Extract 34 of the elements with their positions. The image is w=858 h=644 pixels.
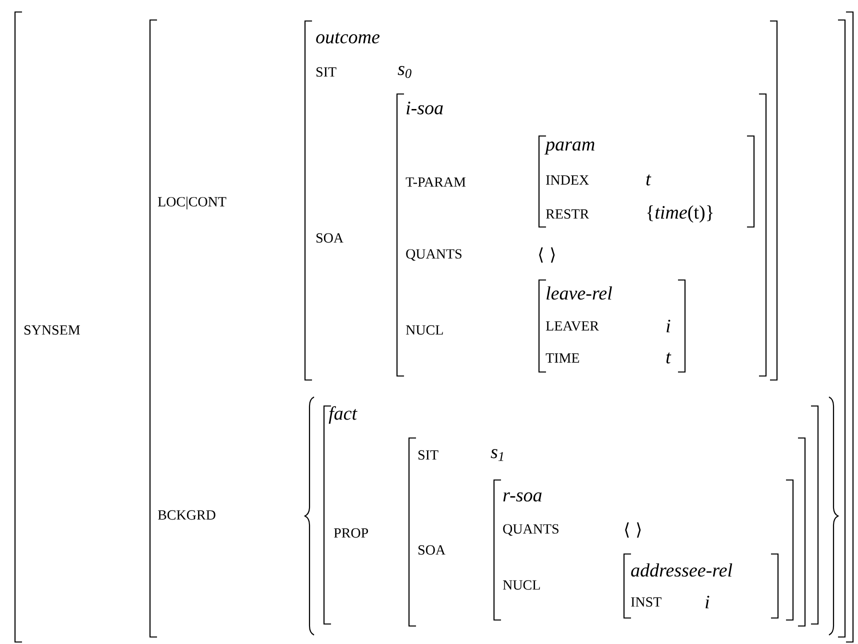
feature-name: RESTR (546, 209, 590, 219)
type-label: param (544, 142, 594, 154)
type-label: r-soa (503, 492, 542, 502)
feature-name: LOC|CONT (158, 196, 226, 210)
type-label: fact (328, 406, 358, 424)
feature-name: NUCL (502, 580, 540, 590)
feature-name: INDEX (546, 175, 589, 185)
feature-name: QUANTS (406, 249, 462, 261)
type-label: leave-rel (546, 286, 612, 300)
feature-name: QUANTS (503, 524, 558, 536)
feature-value: i (706, 596, 710, 608)
feature-name: PROP (334, 528, 368, 538)
feature-value: t (666, 352, 672, 364)
feature-value: {time(t)} (647, 205, 713, 223)
feature-value: s$_{1}$ (490, 449, 504, 461)
feature-name: SIT (418, 450, 438, 460)
feature-value: t (646, 174, 652, 186)
feature-name: NUCL (406, 325, 443, 335)
type-label: outcome (316, 32, 380, 44)
feature-name: BCKGRD (158, 510, 216, 520)
feature-name: SIT (316, 67, 336, 77)
feature-value: i (666, 320, 670, 332)
feature-value: ⟨ ⟩ (625, 522, 641, 538)
feature-name: SOA (316, 233, 344, 243)
feature-value: ⟨ ⟩ (539, 247, 555, 263)
feature-name: T-PARAM (406, 177, 466, 187)
feature-name: TIME (546, 353, 580, 363)
type-label: i-soa (406, 102, 443, 114)
feature-name: INST (631, 597, 662, 607)
feature-name: SYNSEM (24, 325, 80, 335)
feature-value: s$_{0}$ (398, 66, 412, 78)
feature-name: SOA (418, 545, 446, 555)
feature-name: LEAVER (546, 321, 599, 331)
type-label: addressee-rel (631, 563, 732, 577)
